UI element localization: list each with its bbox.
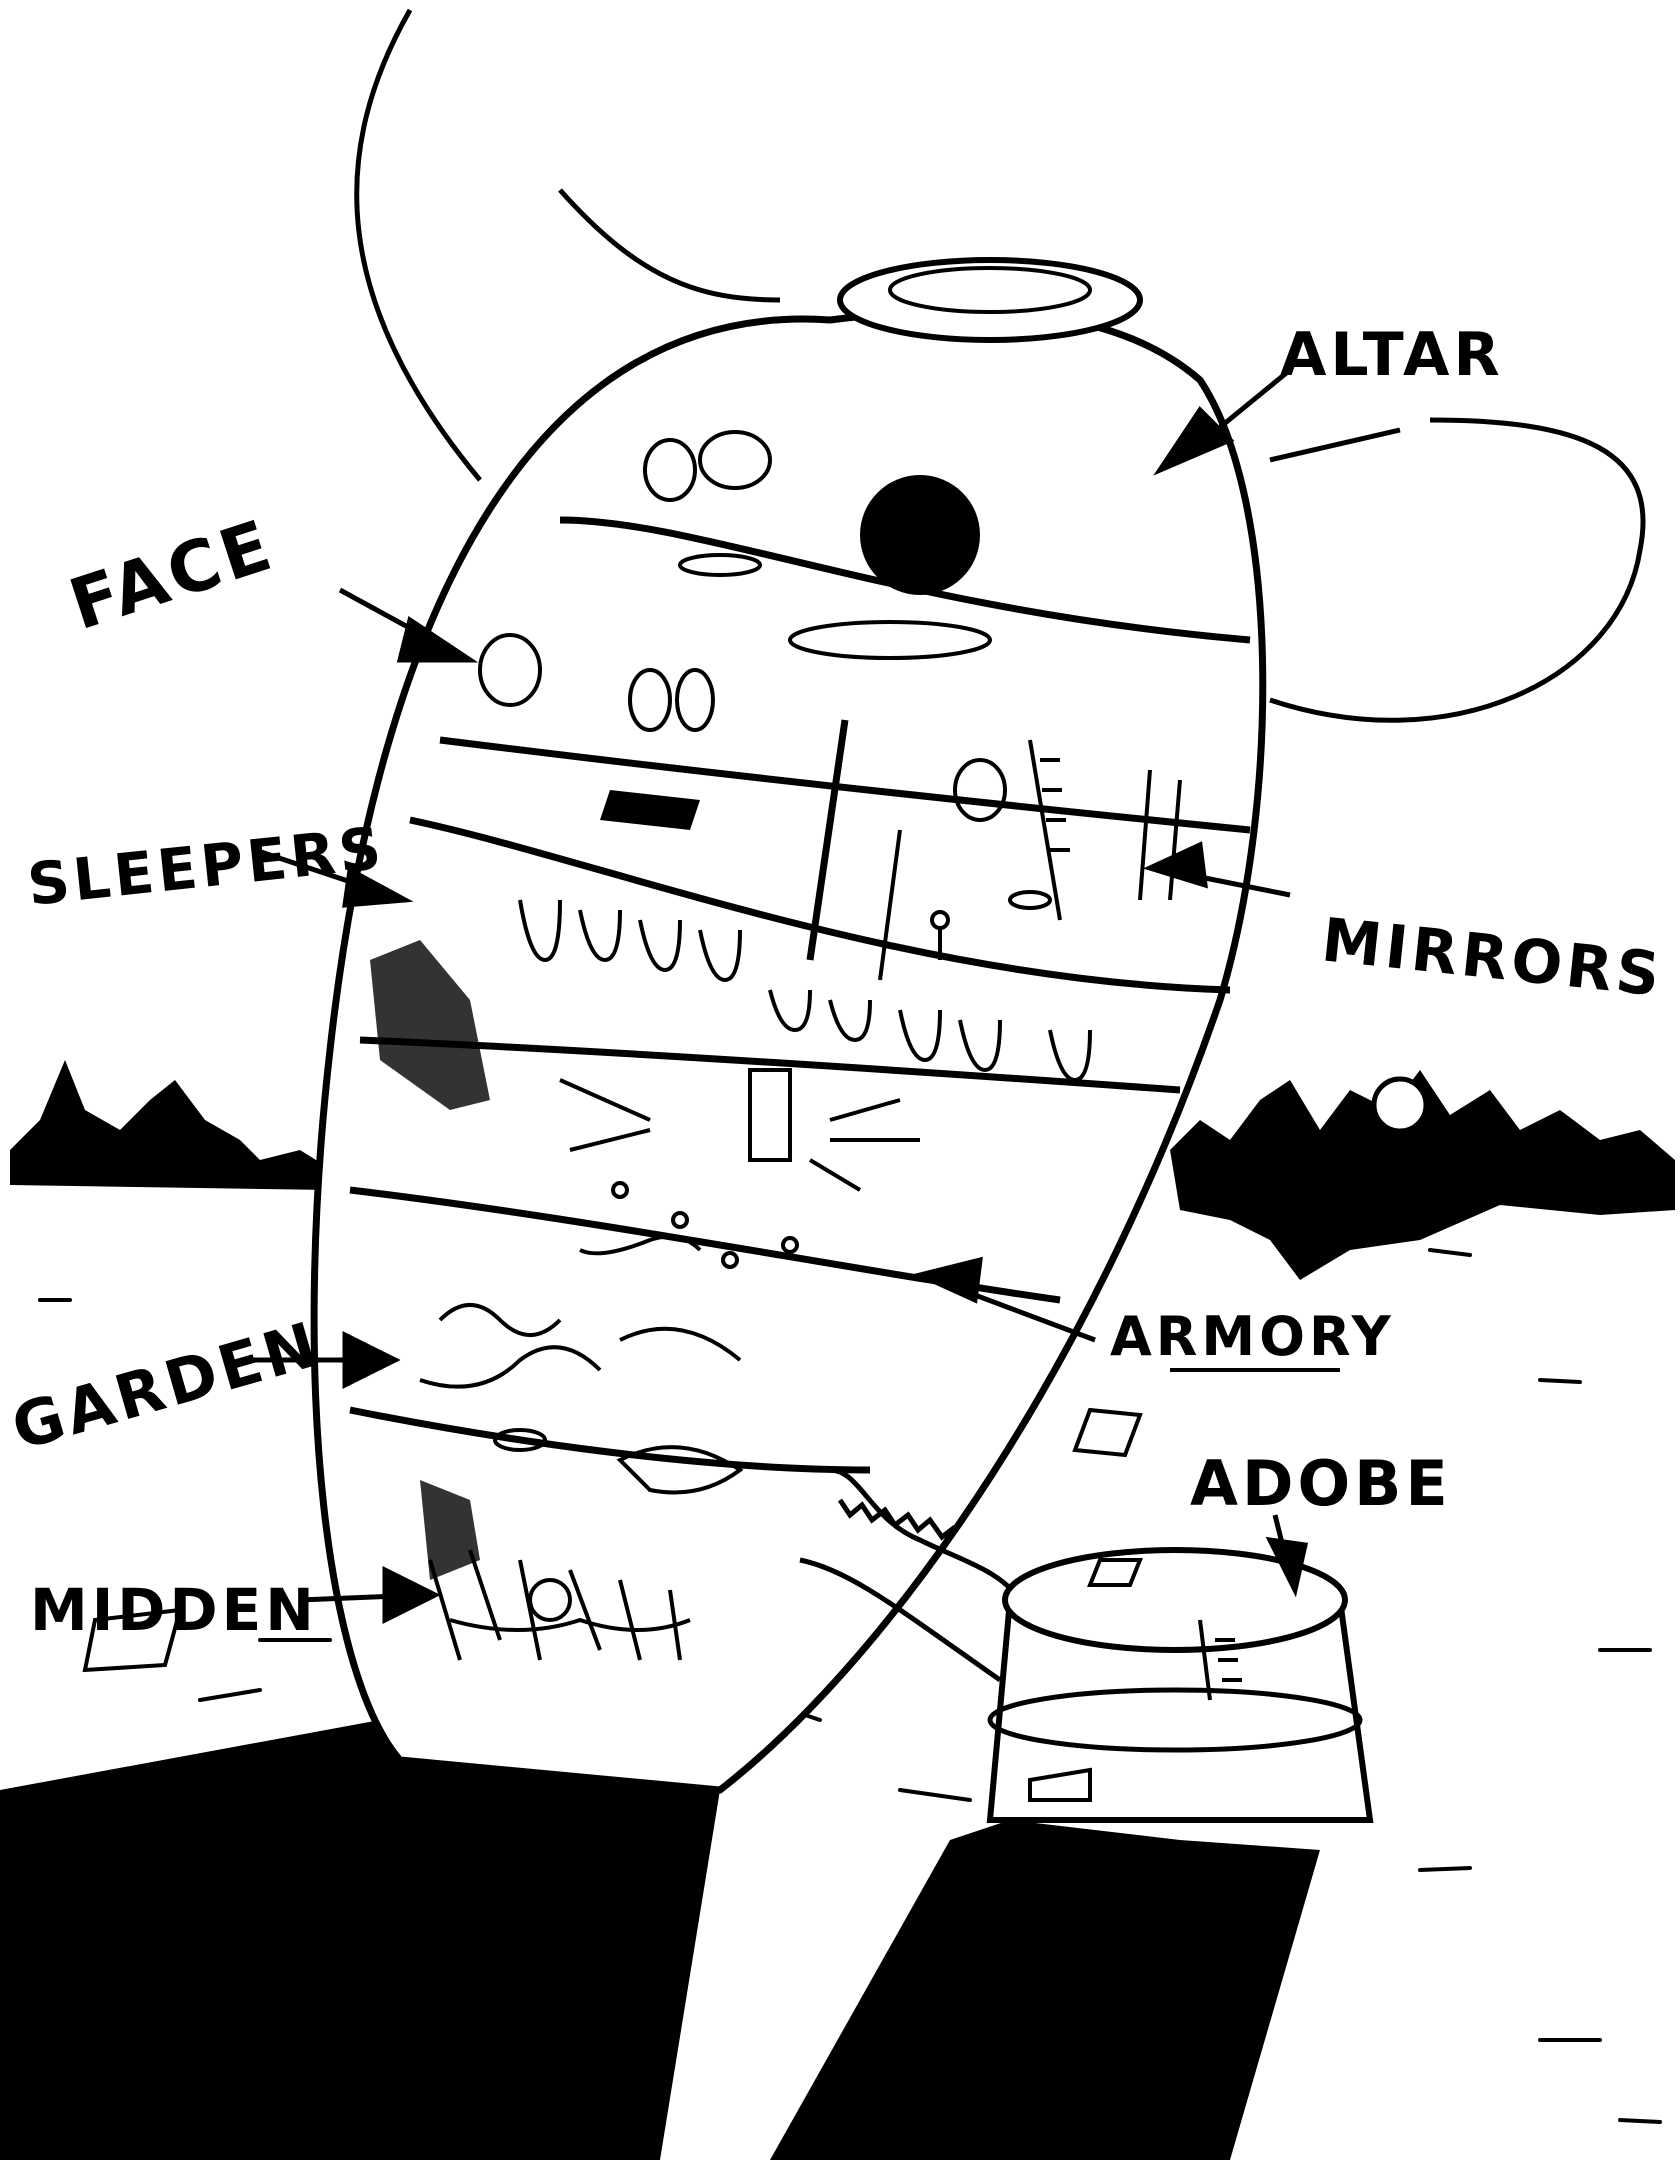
- label-armory: ARMORY: [1110, 1305, 1395, 1368]
- arrow-adobe-icon: [1265, 1514, 1309, 1598]
- arrow-mirrors-icon: [1143, 841, 1291, 898]
- arrow-face-icon: [338, 587, 479, 663]
- arrow-altar-icon: [1153, 368, 1292, 476]
- ground-slabs: [82, 1407, 1143, 1673]
- mountains-left: [10, 1060, 340, 1190]
- moon-arcs: [354, 8, 1646, 723]
- adobe-tower: [986, 1547, 1374, 1823]
- arrows: [250, 368, 1309, 1625]
- arrow-armory-icon: [912, 1256, 1096, 1343]
- arrow-garden-icon: [250, 1330, 401, 1390]
- top-cap: [837, 257, 1143, 343]
- connector-tube: [799, 1467, 1023, 1683]
- egg-structure: [310, 257, 1267, 1794]
- arrow-midden-icon: [299, 1565, 441, 1625]
- egg-outline: [310, 307, 1267, 1794]
- mountains-right: [1170, 1070, 1675, 1280]
- label-mirrors: MIRRORS: [1318, 905, 1666, 1010]
- room-details: [419, 430, 1182, 1661]
- label-sleepers: SLEEPERS: [24, 814, 388, 919]
- label-altar: ALTAR: [1280, 320, 1504, 390]
- face-eye: [860, 475, 980, 595]
- label-midden: MIDDEN: [30, 1576, 318, 1644]
- shaded-areas: [370, 790, 700, 1580]
- label-garden: GARDEN: [4, 1307, 328, 1464]
- label-adobe: ADOBE: [1190, 1447, 1452, 1520]
- arrow-sleepers-icon: [254, 847, 414, 908]
- black-pillars: [0, 1720, 1320, 2160]
- label-face: FACE: [60, 504, 284, 647]
